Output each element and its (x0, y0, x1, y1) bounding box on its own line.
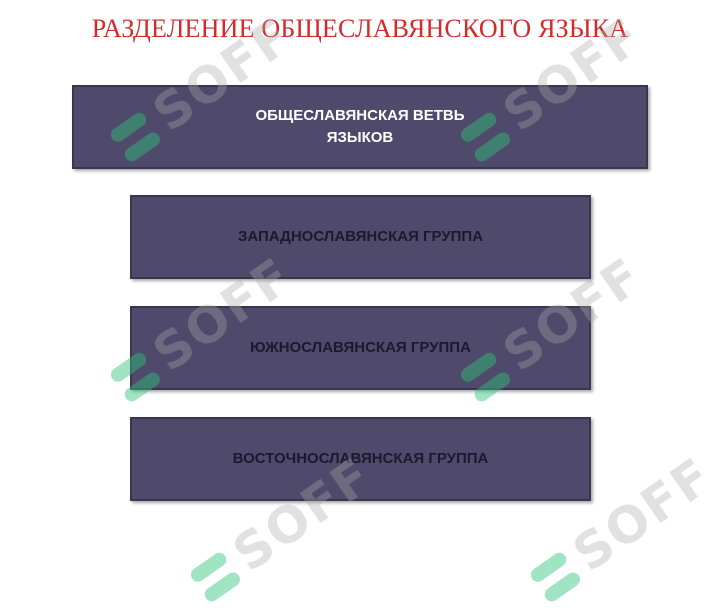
slide-title: РАЗДЕЛЕНИЕ ОБЩЕСЛАВЯНСКОГО ЯЗЫКА (91, 14, 629, 43)
group-box-west: ЗАПАДНОСЛАВЯНСКАЯ ГРУППА (130, 195, 591, 279)
soff-logo-icon (182, 542, 247, 611)
group-label-east: ВОСТОЧНОСЛАВЯНСКАЯ ГРУППА (232, 450, 489, 467)
group-label-south: ЮЖНОСЛАВЯНСКАЯ ГРУППА (250, 339, 471, 356)
soff-logo-icon (522, 542, 587, 611)
group-label-west: ЗАПАДНОСЛАВЯНСКАЯ ГРУППА (237, 228, 484, 245)
group-box-east: ВОСТОЧНОСЛАВЯНСКАЯ ГРУППА (130, 417, 591, 501)
root-node-label: ОБЩЕСЛАВЯНСКАЯ ВЕТВЬ ЯЗЫКОВ (255, 107, 465, 146)
group-box-south: ЮЖНОСЛАВЯНСКАЯ ГРУППА (130, 306, 591, 390)
root-node-box: ОБЩЕСЛАВЯНСКАЯ ВЕТВЬ ЯЗЫКОВ (72, 85, 648, 169)
